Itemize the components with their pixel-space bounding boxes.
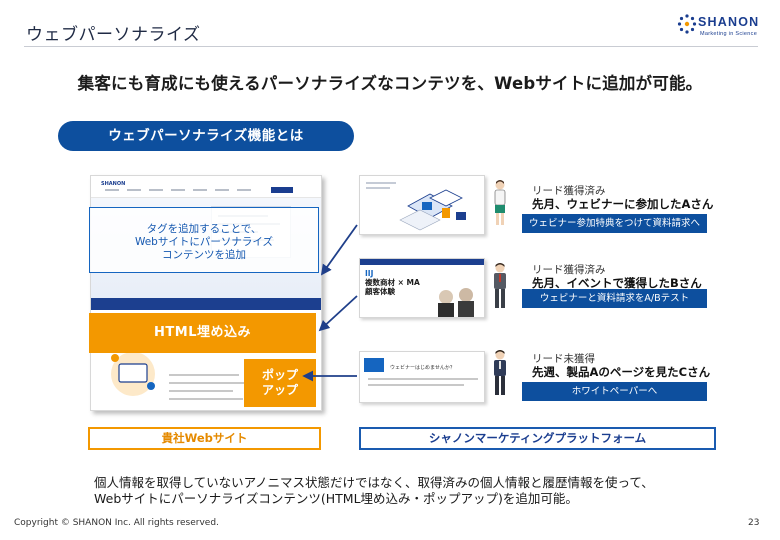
popup-label-line: ポップ — [261, 368, 298, 382]
label-shanon-platform: シャノンマーケティングプラットフォーム — [359, 427, 716, 450]
person-c-icon — [494, 350, 506, 395]
thumbnail-title-line: 顧客体験 — [365, 287, 395, 296]
text-line — [169, 374, 239, 376]
text-line — [169, 390, 233, 392]
popup-label-line: アップ — [261, 383, 298, 397]
content-thumbnail-3: ウェビナーはじめませんか？ — [359, 351, 485, 403]
thumbnail-title: IIJ 複数商材 × MA 顧客体験 — [365, 269, 420, 296]
persona-action-button[interactable]: ウェビナー参加特典をつけて資料請求へ — [522, 214, 707, 233]
nav-item — [215, 189, 229, 191]
text-line — [169, 382, 249, 384]
content-thumbnail-2: IIJ 複数商材 × MA 顧客体験 — [359, 258, 485, 318]
persona-status: リード獲得済み — [532, 185, 606, 197]
persona-status: リード獲得済み — [532, 264, 606, 276]
tag-overlay-text: タグを追加することで、 Webサイトにパーソナライズ コンテンツを追加 — [90, 223, 318, 262]
arrow-to-html-icon — [318, 295, 358, 332]
persona-status: リード未獲得 — [532, 353, 595, 365]
thumbnail-title-line: 複数商材 × MA — [365, 278, 420, 287]
site-nav-button — [271, 187, 293, 193]
copyright: Copyright © SHANON Inc. All rights reser… — [14, 518, 219, 528]
slide-title: ウェブパーソナライズ — [26, 25, 201, 45]
footer-description: 個人情報を取得していないアノニマス状態だけではなく、取得済みの個人情報と履歴情報… — [94, 475, 654, 507]
tag-overlay-line: タグを追加することで、 — [146, 223, 262, 235]
site-blue-band — [91, 298, 321, 310]
speaker-photos — [438, 288, 474, 317]
logo-mark-icon — [677, 14, 697, 34]
label-your-website: 貴社Webサイト — [88, 427, 321, 450]
site-nav: SHANON — [91, 176, 321, 198]
persona-description: 先月、イベントで獲得したBさん — [532, 276, 702, 290]
text-line — [169, 398, 243, 400]
whitepaper-illustration — [364, 358, 478, 386]
site-logo: SHANON — [101, 181, 126, 187]
nav-item — [171, 189, 185, 191]
persona-description: 先月、ウェビナーに参加したAさん — [532, 197, 714, 211]
thumbnail-banner — [360, 259, 484, 265]
nav-item — [193, 189, 207, 191]
content-thumbnail-1 — [359, 175, 485, 235]
page-number: 23 — [748, 518, 760, 528]
nav-item — [127, 189, 141, 191]
footer-line: Webサイトにパーソナライズコンテンツ(HTML埋め込み・ポップアップ)を追加可… — [94, 491, 578, 506]
headline: 集客にも育成にも使えるパーソナライズなコンテツを、Webサイトに追加が可能。 — [77, 74, 703, 93]
logo-tagline: Marketing in Science — [700, 31, 758, 37]
footer-line: 個人情報を取得していないアノニマス状態だけではなく、取得済みの個人情報と履歴情報… — [94, 475, 654, 490]
tag-overlay-line: コンテンツを追加 — [162, 249, 246, 261]
person-b-icon — [494, 263, 506, 308]
site-illustration — [111, 352, 155, 396]
nav-item — [237, 189, 251, 191]
logo-word: SHANON — [698, 15, 760, 29]
tag-overlay-line: Webサイトにパーソナライズ — [134, 236, 274, 248]
isometric-illustration — [366, 182, 466, 231]
persona-action-button[interactable]: ホワイトペーパーへ — [522, 382, 707, 401]
person-a-icon — [494, 180, 506, 225]
shanon-logo: SHANON Marketing in Science — [676, 12, 762, 44]
tag-overlay-box: タグを追加することで、 Webサイトにパーソナライズ コンテンツを追加 — [89, 207, 319, 273]
nav-item — [149, 189, 163, 191]
thumbnail-title-line: IIJ — [365, 269, 374, 278]
header-divider — [24, 46, 758, 47]
nav-item — [105, 189, 119, 191]
persona-description: 先週、製品Aのページを見たCさん — [532, 365, 711, 379]
persona-action-button[interactable]: ウェビナーと資料請求をA/Bテスト — [522, 289, 707, 308]
popup-box: ポップ アップ — [244, 359, 316, 407]
thumbnail-title: ウェビナーはじめませんか？ — [390, 365, 455, 371]
arrow-to-tag-icon — [320, 224, 358, 276]
section-pill: ウェブパーソナライズ機能とは — [58, 121, 354, 151]
html-embed-box: HTML埋め込み — [89, 313, 316, 353]
